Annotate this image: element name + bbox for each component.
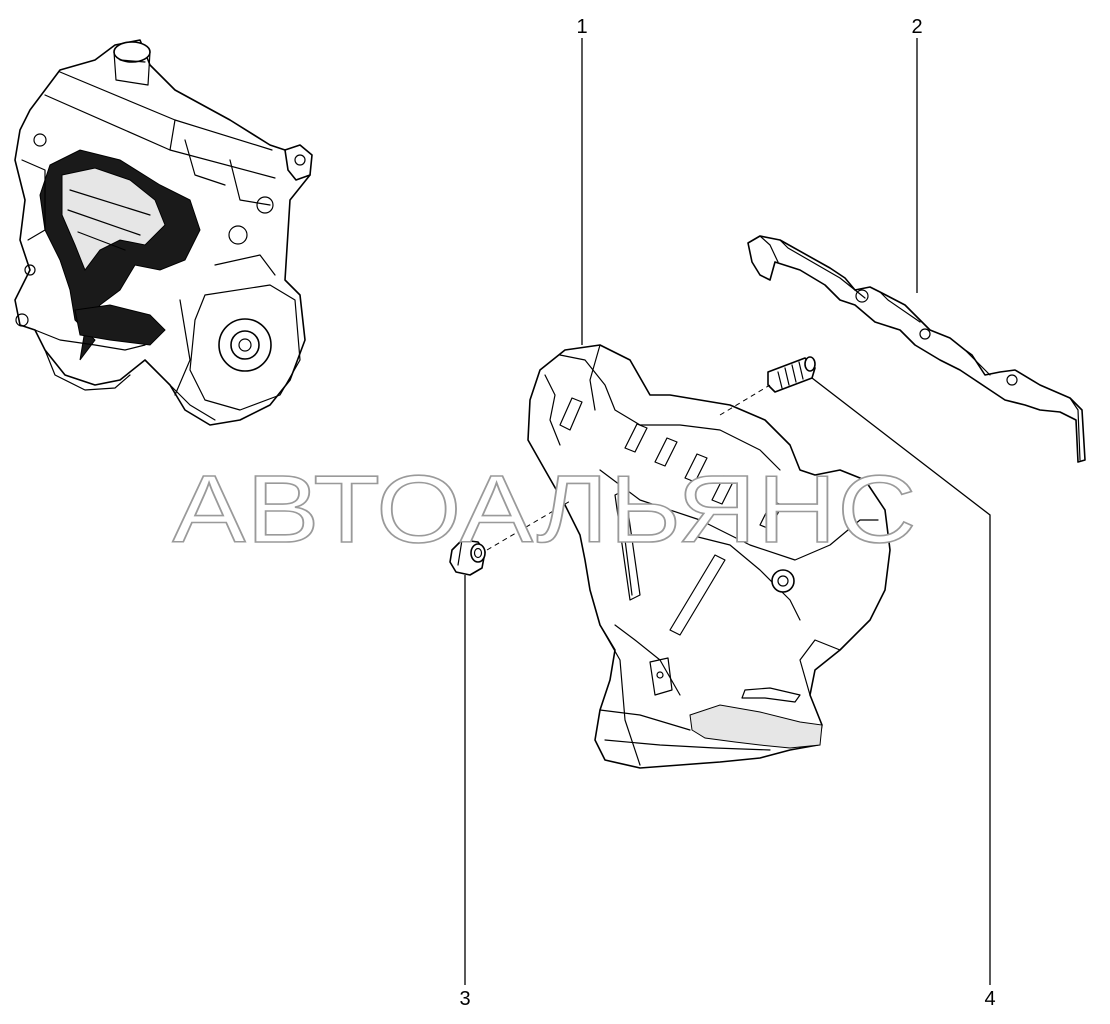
callout-label-4: 4 <box>984 988 995 1010</box>
gasket-part-2 <box>747 235 1086 463</box>
watermark: АВТОАЛЬЯНС <box>173 456 918 563</box>
heat-shield-part-1 <box>527 344 891 769</box>
callout-label-2: 2 <box>911 16 922 38</box>
leader-line-4 <box>811 377 991 985</box>
engine-assembly-illustration <box>14 39 313 426</box>
assembly-axis-lines <box>486 384 771 551</box>
nut-part-3 <box>449 539 486 576</box>
callout-label-3: 3 <box>459 988 470 1010</box>
callout-label-1: 1 <box>576 16 587 38</box>
stud-part-4 <box>767 356 816 393</box>
callout-leader-lines <box>464 38 991 985</box>
